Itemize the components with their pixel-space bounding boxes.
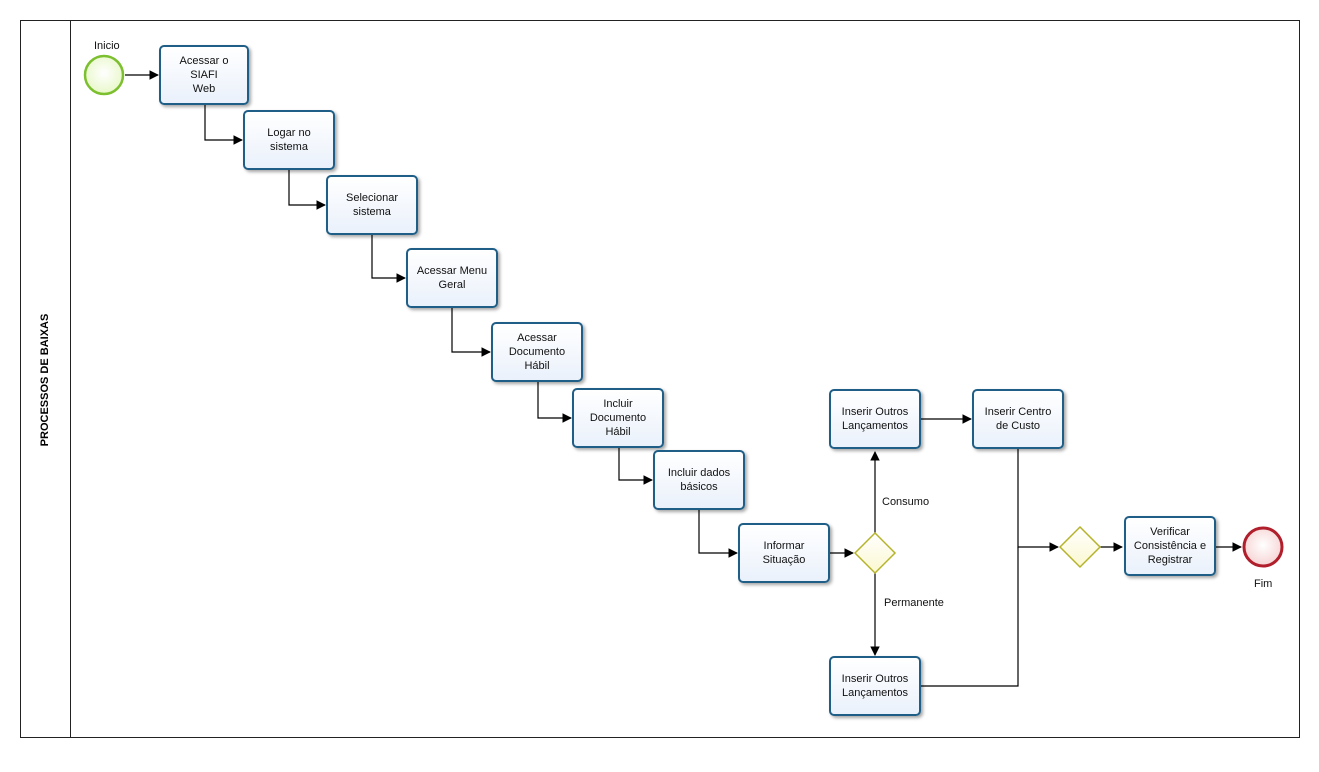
task-acessar-menu-geral[interactable]: Acessar Menu Geral bbox=[406, 248, 498, 308]
task-incluir-documento-habil[interactable]: Incluir Documento Hábil bbox=[572, 388, 664, 448]
task-incluir-dados-basicos[interactable]: Incluir dados básicos bbox=[653, 450, 745, 510]
task-acessar-siafi[interactable]: Acessar o SIAFI Web bbox=[159, 45, 249, 105]
task-logar[interactable]: Logar no sistema bbox=[243, 110, 335, 170]
consumo-label: Consumo bbox=[882, 496, 930, 508]
flow-incluir-to-dados bbox=[618, 448, 653, 485]
decision-gateway bbox=[853, 531, 897, 575]
task-informar-situacao[interactable]: Informar Situação bbox=[738, 523, 830, 583]
task-acessar-documento-habil[interactable]: Acessar Documento Hábil bbox=[491, 322, 583, 382]
flow-centro-to-merge bbox=[1017, 449, 1059, 552]
flow-selecionar-to-menu bbox=[371, 235, 406, 283]
task-inserir-outros-lancamentos-permanente[interactable]: Inserir Outros Lançamentos bbox=[829, 656, 921, 716]
flow-menu-to-documento bbox=[451, 308, 491, 357]
flow-dados-to-informar bbox=[698, 510, 738, 558]
flow-documento-to-incluir bbox=[537, 382, 572, 423]
task-verificar-consistencia-registrar[interactable]: Verificar Consistência e Registrar bbox=[1124, 516, 1216, 576]
task-inserir-centro-de-custo[interactable]: Inserir Centro de Custo bbox=[972, 389, 1064, 449]
task-selecionar-sistema[interactable]: Selecionar sistema bbox=[326, 175, 418, 235]
end-event bbox=[1242, 526, 1284, 568]
start-event bbox=[83, 54, 125, 96]
flow-logar-to-selecionar bbox=[288, 170, 326, 210]
flow-acessar-to-logar bbox=[204, 104, 243, 145]
end-event-label: Fim bbox=[1254, 578, 1273, 590]
merge-gateway bbox=[1058, 525, 1102, 569]
pool bbox=[20, 20, 1300, 738]
permanente-label: Permanente bbox=[884, 597, 944, 609]
task-inserir-outros-lancamentos-consumo[interactable]: Inserir Outros Lançamentos bbox=[829, 389, 921, 449]
flow-outros-bottom-to-merge bbox=[921, 547, 1019, 687]
lane-header bbox=[20, 20, 71, 738]
start-event-label: Inicio bbox=[94, 40, 120, 52]
